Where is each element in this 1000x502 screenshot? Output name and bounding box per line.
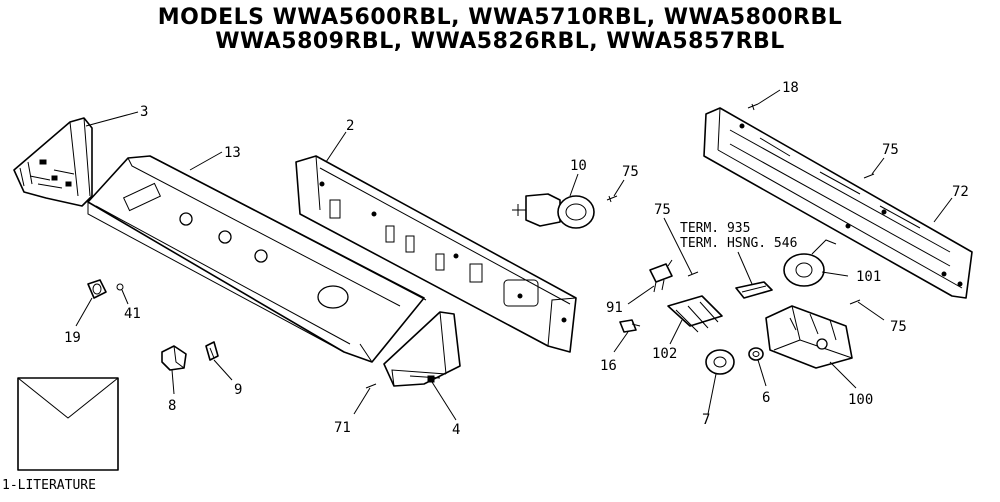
leader-102	[669, 319, 683, 345]
leader-91	[627, 285, 655, 305]
leader-16	[613, 331, 629, 353]
part-2-control-bracket	[295, 155, 577, 353]
leader-2	[325, 131, 347, 163]
callout-6: 6	[762, 390, 770, 406]
part-10-timer	[512, 193, 595, 229]
part-72-rear-panel	[703, 107, 973, 299]
callout-102: 102	[652, 346, 677, 362]
leader-4	[431, 381, 457, 421]
leader-6	[757, 359, 767, 387]
callout-4: 4	[452, 422, 460, 438]
callout-3: 3	[140, 104, 148, 120]
part-4-end-cap	[383, 311, 461, 387]
callout-72: 72	[952, 184, 969, 200]
literature-label: 1-LITERATURE	[2, 478, 96, 493]
leader-3	[85, 111, 139, 127]
callout-75c: 75	[654, 202, 671, 218]
part-6-nut	[748, 347, 764, 361]
part-75-screw-d	[849, 299, 861, 305]
callout-13: 13	[224, 145, 241, 161]
callout-8: 8	[168, 398, 176, 414]
leader-72	[933, 197, 953, 223]
callout-41: 41	[124, 306, 141, 322]
part-71-screw	[365, 383, 377, 389]
part-75-screw-b	[863, 173, 875, 179]
part-100-timer-module	[765, 305, 853, 369]
diagram-title-line-2: WWA5809RBL, WWA5826RBL, WWA5857RBL	[215, 29, 785, 54]
callout-18: 18	[782, 80, 799, 96]
part-9-clip	[205, 341, 219, 361]
diagram-title-line-1: MODELS WWA5600RBL, WWA5710RBL, WWA5800RB…	[157, 5, 843, 30]
callout-71: 71	[334, 420, 351, 436]
callout-75a: 75	[622, 164, 639, 180]
callout-19: 19	[64, 330, 81, 346]
leader-71	[353, 387, 371, 415]
part-18-screw	[747, 103, 759, 111]
callout-16: 16	[600, 358, 617, 374]
leader-75b	[871, 157, 885, 175]
label-term-hsng-546: TERM. HSNG. 546	[680, 236, 797, 251]
leader-41	[121, 289, 129, 305]
part-terminal-housing	[735, 281, 773, 299]
leader-8	[171, 369, 175, 395]
part-75-screw-a	[606, 195, 618, 203]
leader-75a	[613, 179, 625, 197]
leader-19	[75, 297, 93, 327]
callout-75d: 75	[890, 319, 907, 335]
callout-101: 101	[856, 269, 881, 285]
callout-9: 9	[234, 382, 242, 398]
part-3-end-cap	[13, 117, 93, 207]
leader-18	[757, 89, 781, 105]
part-75-screw-c	[687, 271, 699, 277]
part-41-screw	[116, 283, 124, 291]
leader-terminal	[737, 251, 753, 285]
part-19-cap	[87, 279, 107, 299]
leader-10	[569, 173, 579, 197]
leader-101	[821, 271, 849, 277]
part-102-terminal-block	[667, 295, 723, 333]
callout-100: 100	[848, 392, 873, 408]
leader-75c	[663, 217, 693, 275]
callout-91: 91	[606, 300, 623, 316]
callout-2: 2	[346, 118, 354, 134]
leader-75d	[857, 301, 885, 321]
part-8-clip	[161, 345, 187, 371]
part-13-console-panel	[87, 155, 427, 363]
part-91-switch	[649, 259, 673, 293]
callout-7: 7	[702, 412, 710, 428]
leader-100	[829, 361, 857, 389]
part-101-motor	[783, 239, 837, 287]
leader-9	[213, 359, 233, 381]
callout-10: 10	[570, 158, 587, 174]
callout-75b: 75	[882, 142, 899, 158]
leader-7	[707, 373, 717, 415]
literature-envelope	[17, 377, 119, 471]
label-term-935: TERM. 935	[680, 221, 750, 236]
leader-13	[189, 151, 223, 171]
part-16-knob	[619, 319, 641, 333]
part-7-knob	[705, 349, 735, 375]
